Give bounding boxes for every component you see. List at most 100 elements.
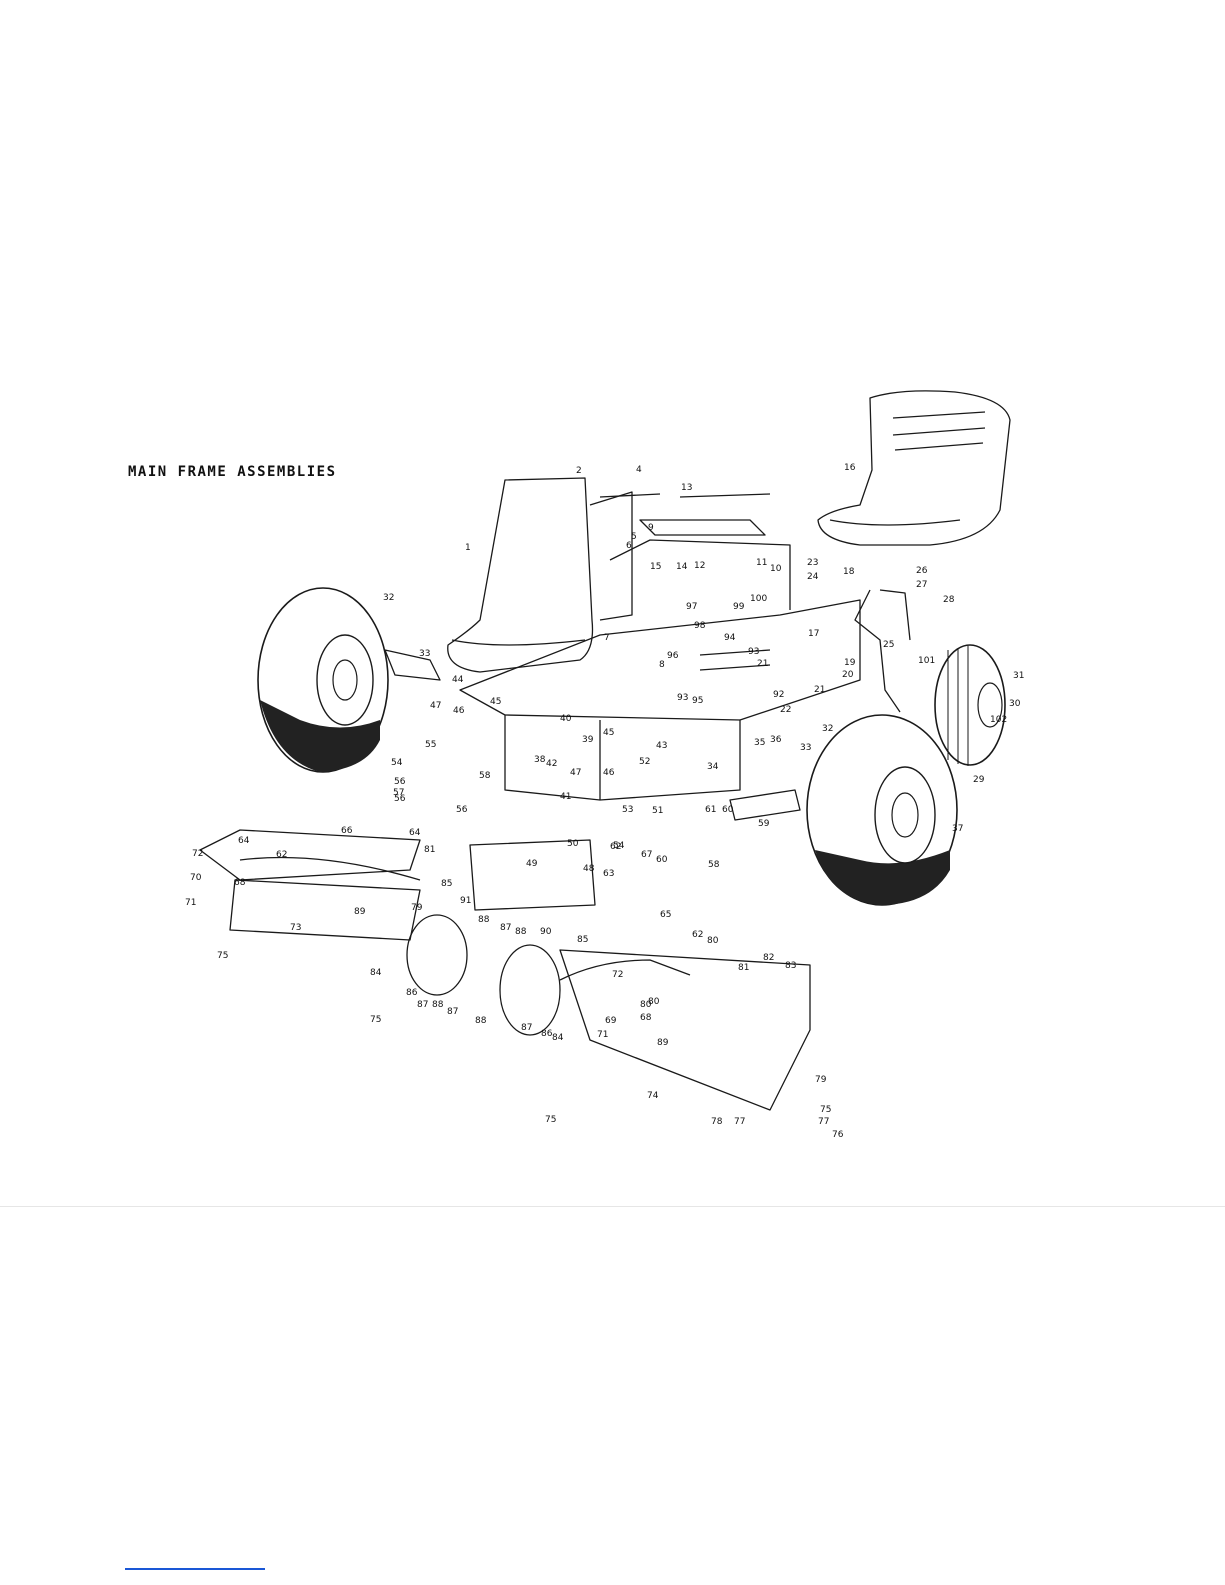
callout: 14	[676, 562, 688, 572]
callout: 90	[540, 927, 552, 937]
callout: 56	[394, 777, 406, 787]
callout: 87	[447, 1007, 458, 1017]
callout: 37	[952, 824, 963, 834]
callout: 76	[832, 1130, 844, 1140]
callout: 15	[650, 562, 661, 572]
callout: 24	[807, 572, 819, 582]
callout: 75	[370, 1015, 381, 1025]
callout: 91	[460, 896, 471, 906]
callout: 97	[686, 602, 697, 612]
footer-divider	[0, 1206, 1225, 1207]
callout: 89	[657, 1038, 669, 1048]
callout: 74	[647, 1091, 659, 1101]
callout: 95	[692, 696, 703, 706]
left-blade-disk	[406, 914, 468, 996]
callout: 88	[515, 927, 527, 937]
callout: 56	[394, 794, 406, 804]
callout: 33	[419, 649, 430, 659]
callout: 75	[217, 951, 228, 961]
callout: 52	[639, 757, 650, 767]
callout: 63	[603, 869, 614, 879]
callout: 93	[677, 693, 688, 703]
callout: 100	[750, 594, 767, 604]
callout: 85	[441, 879, 452, 889]
callout: 19	[844, 658, 856, 668]
callout: 50	[567, 839, 579, 849]
callout: 4	[636, 465, 642, 475]
right-axle	[729, 789, 801, 821]
callout: 62	[276, 850, 287, 860]
callout: 85	[577, 935, 588, 945]
callout: 10	[770, 564, 782, 574]
callout: 16	[844, 463, 856, 473]
callout: 27	[916, 580, 927, 590]
callout: 88	[478, 915, 490, 925]
callout: 79	[411, 903, 423, 913]
callout: 82	[763, 953, 774, 963]
callout: 29	[973, 775, 985, 785]
callout: 94	[724, 633, 736, 643]
callout: 47	[570, 768, 581, 778]
callout: 86	[406, 988, 418, 998]
callout: 30	[1009, 699, 1021, 709]
callout: 81	[738, 963, 749, 973]
callout: 65	[660, 910, 671, 920]
callout: 88	[432, 1000, 444, 1010]
callout: 53	[622, 805, 633, 815]
callout: 47	[430, 701, 441, 711]
callout: 80	[707, 936, 719, 946]
callout: 55	[425, 740, 436, 750]
callout: 62	[692, 930, 703, 940]
callout: 101	[918, 656, 935, 666]
callout: 9	[648, 523, 654, 533]
callout-labels: 1 2 4 5 6 7 8 9 10 11 12 13 14 15 16 17 …	[185, 463, 1024, 1140]
callout: 80	[648, 997, 660, 1007]
callout: 54	[613, 841, 625, 851]
callout: 86	[541, 1029, 553, 1039]
callout: 96	[667, 651, 679, 661]
callout: 72	[612, 970, 623, 980]
callout: 59	[758, 819, 770, 829]
callout: 2	[576, 466, 582, 476]
callout: 12	[694, 561, 705, 571]
callout: 83	[785, 961, 796, 971]
callout: 45	[603, 728, 614, 738]
callout: 18	[843, 567, 855, 577]
frame-drawing	[459, 493, 861, 801]
callout: 60	[656, 855, 668, 865]
callout: 75	[545, 1115, 556, 1125]
seat-drawing	[817, 390, 1011, 546]
callout: 21	[757, 659, 768, 669]
callout: 57	[393, 788, 404, 798]
callout: 70	[190, 873, 202, 883]
callout: 84	[370, 968, 382, 978]
callout: 17	[808, 629, 819, 639]
callout: 5	[631, 532, 637, 542]
right-blade-disk	[499, 944, 561, 1036]
callout: 20	[842, 670, 854, 680]
callout: 77	[734, 1117, 745, 1127]
right-rear-tyre	[806, 714, 958, 906]
callout: 99	[733, 602, 745, 612]
callout: 1	[465, 543, 471, 553]
callout: 71	[597, 1030, 608, 1040]
callout: 72	[192, 849, 203, 859]
callout: 44	[452, 675, 464, 685]
footer-link-underline[interactable]	[125, 1568, 265, 1570]
callout: 87	[417, 1000, 428, 1010]
callout: 79	[815, 1075, 827, 1085]
callout: 87	[521, 1023, 532, 1033]
callout: 89	[354, 907, 366, 917]
callout: 36	[770, 735, 782, 745]
callout: 87	[500, 923, 511, 933]
callout: 7	[604, 633, 610, 643]
callout: 64	[409, 828, 421, 838]
callout: 42	[546, 759, 557, 769]
callout: 25	[883, 640, 894, 650]
callout: 68	[640, 1013, 652, 1023]
callout: 41	[560, 792, 571, 802]
callout: 23	[807, 558, 818, 568]
callout: 80	[640, 1000, 652, 1010]
callout: 88	[475, 1016, 487, 1026]
